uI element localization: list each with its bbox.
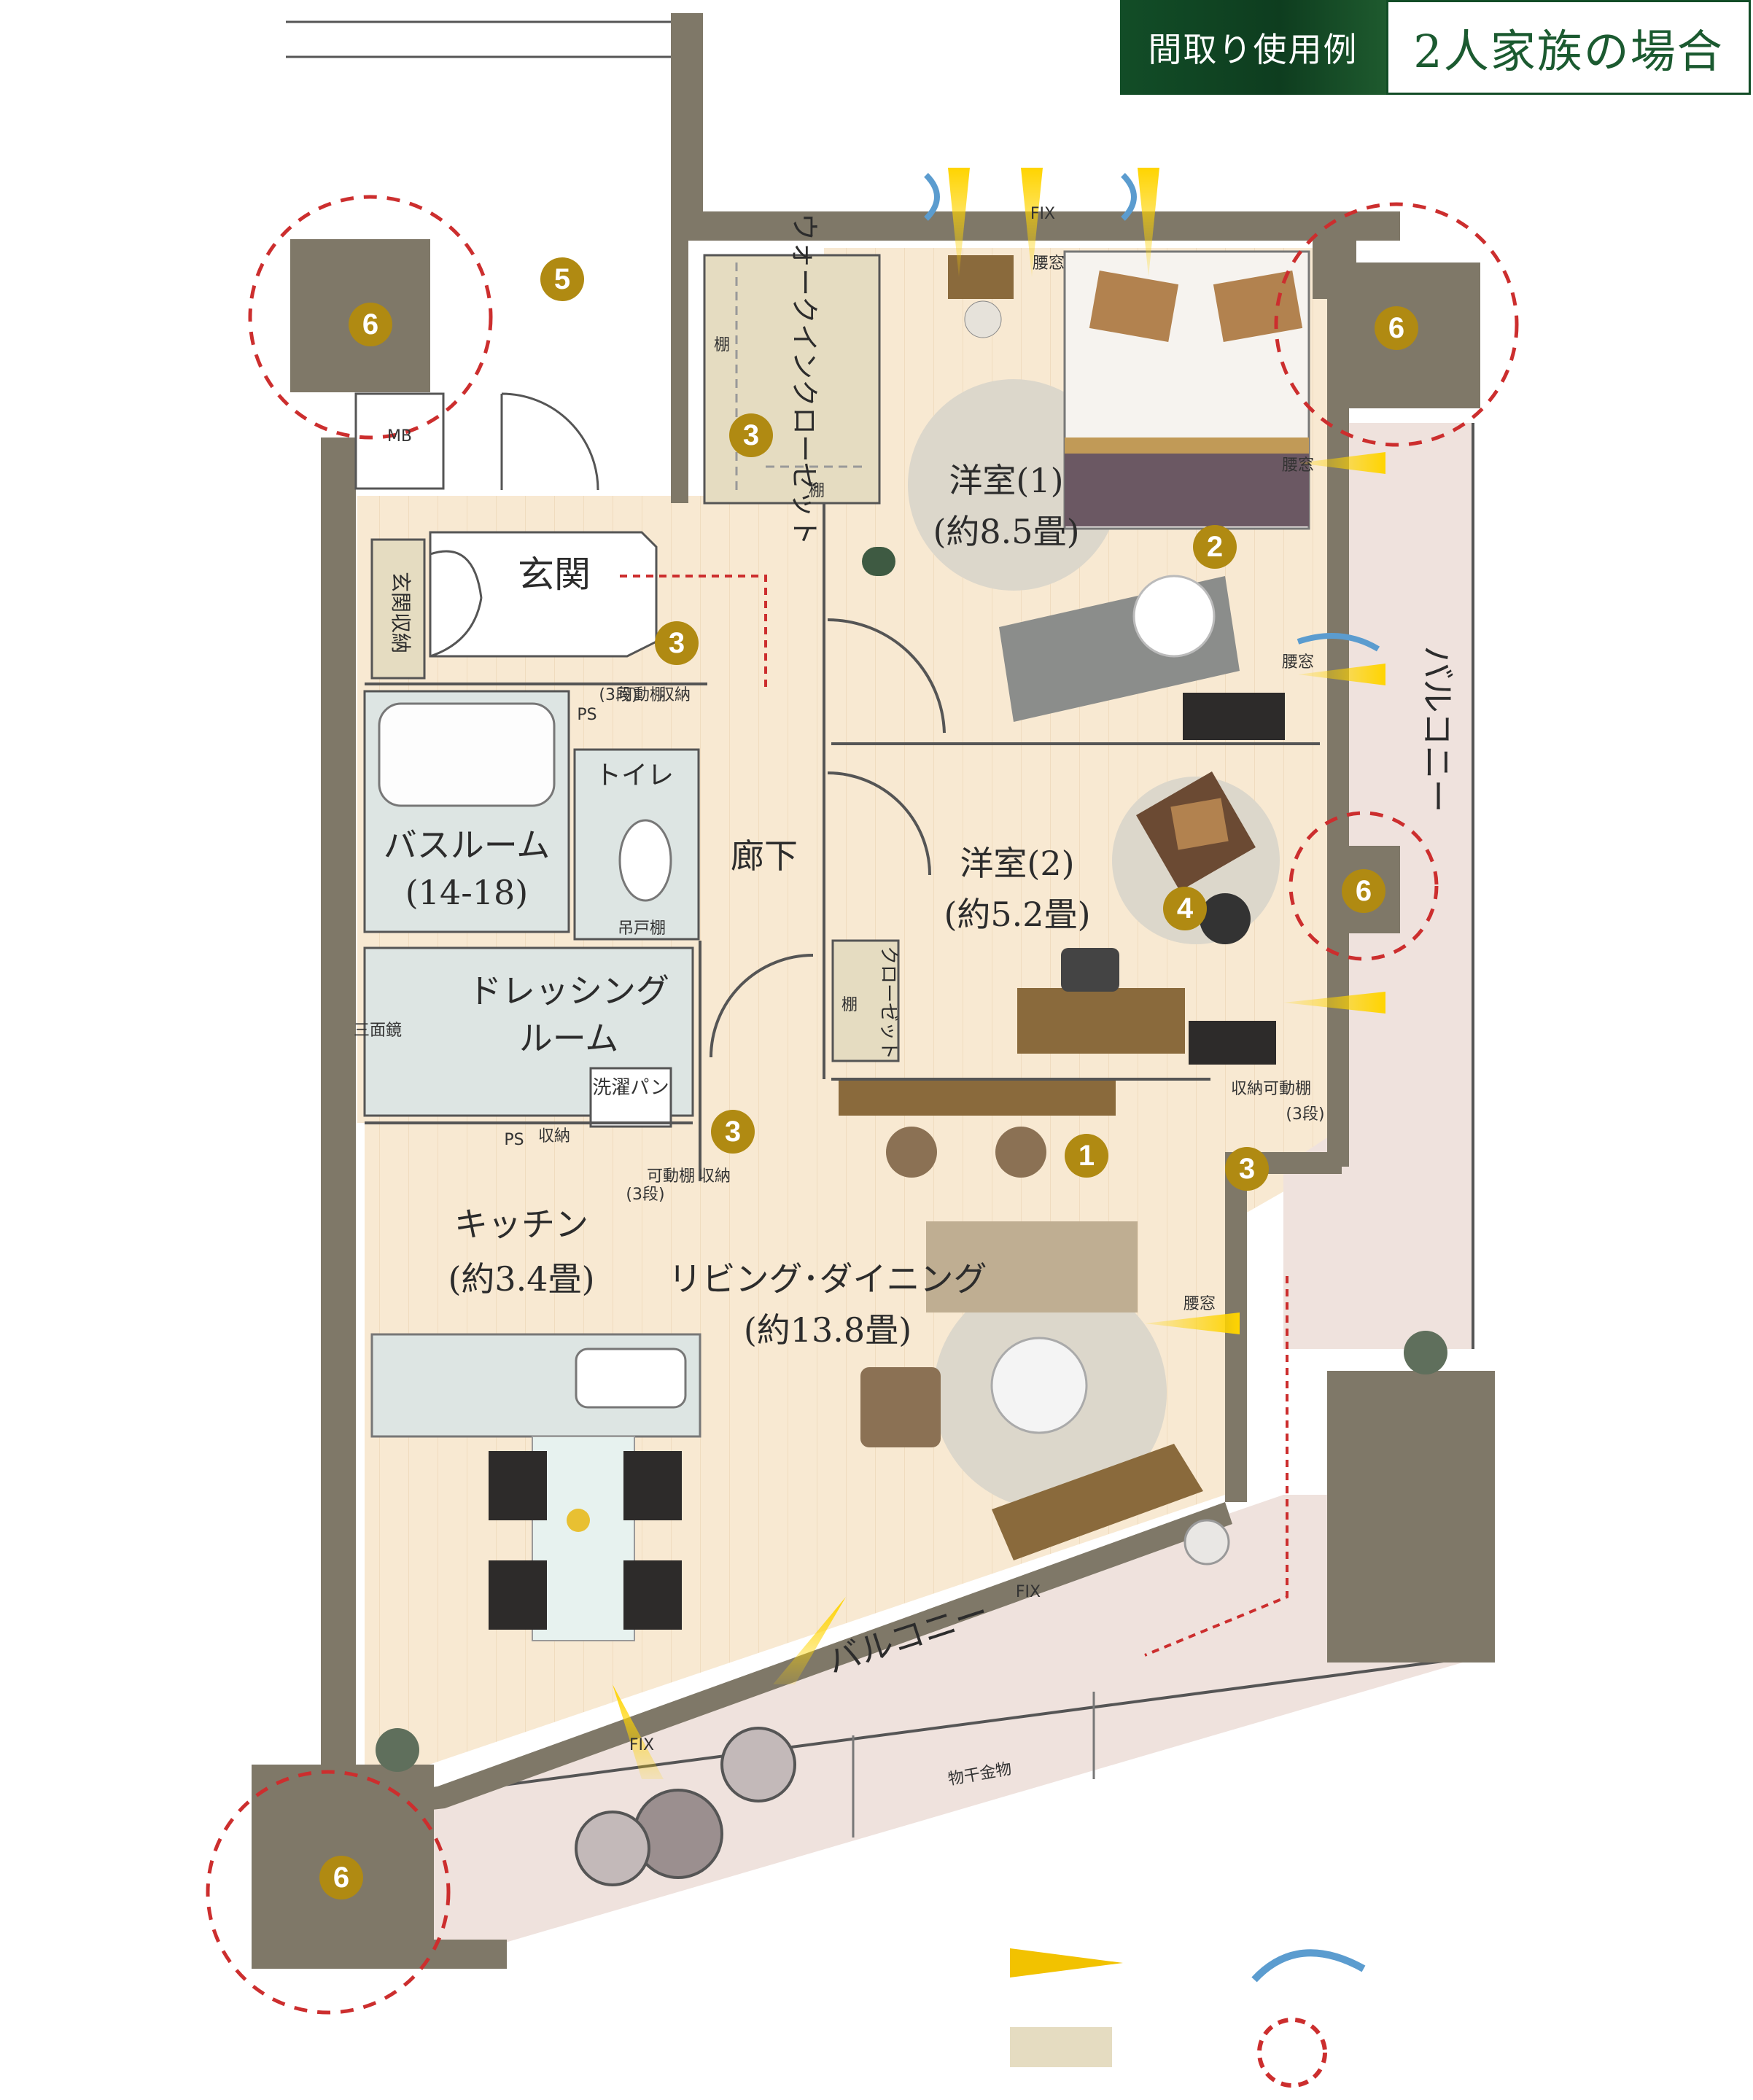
legend-circle-swatch [1257,2018,1327,2088]
svg-text:4: 4 [1177,892,1194,925]
marker-3d: 3 [1225,1147,1269,1191]
legend-sun-swatch [1010,1948,1123,1978]
movable-shelf-2: 可動棚 [1263,1080,1311,1098]
hallway-label: 廊下 [731,836,798,876]
entrance-area [370,392,658,680]
waist-window-4: 腰窓 [1183,1295,1216,1313]
marker-6c: 6 [1342,869,1385,913]
fix-label-2: FIX [1016,1583,1041,1601]
fix-label-3: FIX [629,1736,654,1754]
svg-text:6: 6 [333,1862,349,1894]
fix-label-1: FIX [1030,205,1055,223]
kitchen-name: キッチン [454,1205,588,1244]
svg-text:2: 2 [1207,531,1223,563]
balcony-side-label: バルコニー [1418,645,1457,812]
living-size: (約13.8畳) [744,1310,912,1350]
svg-text:1: 1 [1078,1140,1095,1172]
western2-size: (約5.2畳) [944,895,1090,934]
svg-text:3: 3 [669,627,685,659]
marker-6a: 6 [349,303,392,346]
shelf-label-3: 棚 [841,996,858,1014]
waist-window-1: 腰窓 [1033,254,1065,273]
shelf-label-1: 棚 [714,336,730,354]
legend-wind-swatch [1251,1949,1366,1983]
entrance-storage-label: 玄関収納 [389,572,413,653]
marker-1: 1 [1065,1134,1108,1178]
marker-4: 4 [1163,887,1207,930]
legend-storage-swatch [1010,2027,1112,2067]
living-name: リビング･ダイニング [669,1259,987,1299]
svg-text:5: 5 [554,263,570,295]
mb-label: MB [387,427,412,446]
toilet-label: トイレ [595,761,674,790]
storage-label-1: 収納 [658,686,691,704]
bathroom-size: (14-18) [405,873,529,912]
header-title: 2人家族の場合 [1386,0,1751,95]
storage-label-4: 収納 [699,1167,731,1186]
svg-text:6: 6 [1388,312,1404,344]
three-tier-1: (3段) [599,686,637,704]
header-tag: 間取り使用例 [1120,0,1386,95]
western1-furniture [862,250,1310,740]
marker-2: 2 [1193,525,1237,569]
movable-shelf-3: 可動棚 [647,1167,695,1186]
walk-in-closet-area [703,254,881,505]
svg-text:3: 3 [725,1116,741,1148]
entrance-label: 玄関 [518,553,591,596]
three-mirror-label: 三面鏡 [354,1022,402,1040]
dressing-line1: ドレッシング [468,971,669,1011]
western1-name: 洋室(1) [949,461,1063,500]
movable-shelf-1: 可動棚 [618,686,666,704]
western2-furniture [831,771,1280,1065]
storage-label-2: 収納 [1231,1080,1263,1098]
three-tier-2: (3段) [1286,1105,1324,1124]
svg-text:3: 3 [1239,1153,1255,1185]
interior-walls [365,503,1320,1181]
western1-size: (約8.5畳) [933,512,1079,551]
marker-3c: 3 [711,1110,755,1154]
waist-window-2: 腰窓 [1282,456,1314,475]
kitchen-size: (約3.4畳) [448,1259,594,1299]
legend [1010,1948,1366,2088]
svg-text:6: 6 [1356,875,1372,907]
wet-areas [363,690,700,1128]
marker-6b: 6 [1375,306,1418,350]
marker-6d: 6 [319,1856,363,1899]
sun-wind-indicators [613,168,1385,1779]
walk-in-closet-label: ウォークインクローゼット [788,213,820,545]
ps-label-1: PS [577,706,596,724]
living-furniture [370,1079,1203,1641]
ps-label-2: PS [504,1131,524,1149]
room-labels: 洋室(1) (約8.5畳) 洋室(2) (約5.2畳) 玄関 廊下 バスルーム … [384,213,1457,1681]
three-tier-3: (3段) [626,1186,664,1204]
western2-name: 洋室(2) [960,844,1074,883]
hanging-shelf-label: 吊戸棚 [618,919,666,938]
marker-5: 5 [540,257,584,301]
circulation-arrows [620,575,1288,1657]
storage-label-3: 収納 [538,1127,570,1146]
marker-3b: 3 [655,621,699,665]
bathroom-name: バスルーム [384,825,551,865]
svg-text:3: 3 [743,419,759,451]
column-circles [206,195,1519,2015]
shelf-label-2: 棚 [809,482,825,500]
waist-window-3: 腰窓 [1282,653,1314,672]
balcony-furniture [376,1331,1447,1886]
closet-label: クローゼット [877,946,899,1059]
marker-3: 3 [729,413,773,457]
washer-pan-label: 洗濯パン [592,1077,669,1099]
dressing-line2: ルーム [519,1019,619,1058]
markers: 1 2 3 3 3 3 4 5 6 6 6 6 [319,257,1418,1899]
svg-text:6: 6 [362,308,378,341]
structural-columns [252,239,1480,1969]
mb-box [354,392,445,490]
